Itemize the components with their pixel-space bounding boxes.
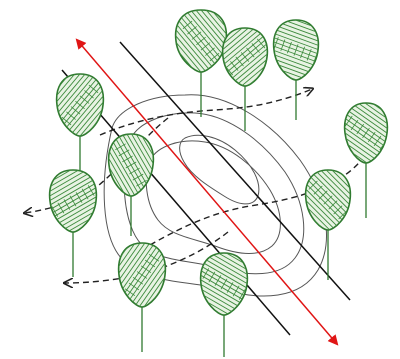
tree-7 bbox=[22, 153, 123, 277]
tree-9 bbox=[93, 224, 191, 352]
trees-group bbox=[22, 0, 400, 357]
contour-inner bbox=[146, 141, 280, 254]
tree-6 bbox=[83, 114, 178, 236]
tree-8 bbox=[277, 149, 379, 280]
